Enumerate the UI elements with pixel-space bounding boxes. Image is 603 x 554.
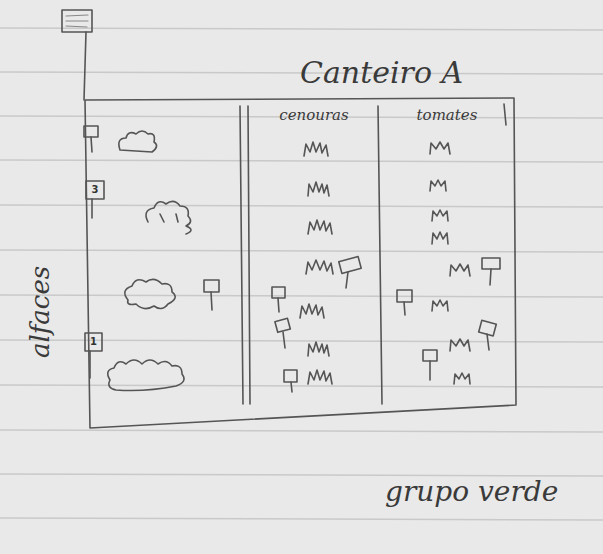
column-tick [504, 104, 506, 125]
bed-column: tomates [380, 100, 514, 405]
sign-post [84, 32, 86, 100]
tomato-plants [430, 142, 470, 384]
sign-number: 3 [92, 185, 99, 195]
bed-outline [85, 98, 516, 428]
sign-board [62, 10, 92, 32]
column-heading: cenouras [279, 108, 348, 123]
notebook-lines [0, 28, 603, 520]
bed-column: cenouras [248, 100, 380, 405]
lettuce-plants [108, 131, 191, 391]
bed-column: alfaces [12, 100, 244, 428]
column-heading: tomates [417, 108, 478, 123]
sign-number: 1 [90, 337, 97, 347]
path-double-line [240, 106, 250, 404]
column-heading: alfaces [27, 266, 53, 358]
sign-scribble [66, 15, 88, 27]
plant-signs [84, 126, 500, 392]
carrot-plants [300, 142, 333, 384]
caption: grupo verde [385, 478, 558, 506]
title: Canteiro A [300, 58, 463, 88]
column-divider [378, 106, 382, 404]
